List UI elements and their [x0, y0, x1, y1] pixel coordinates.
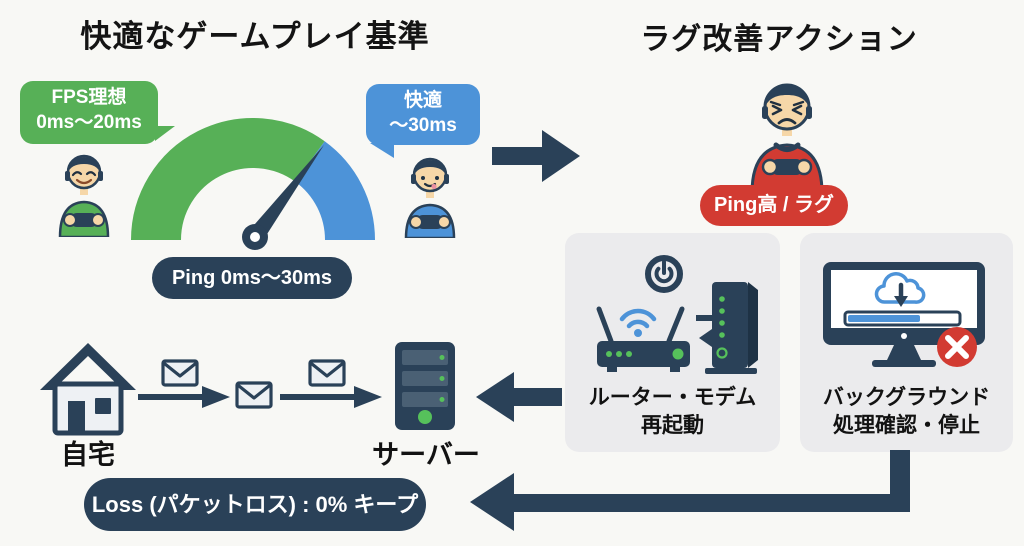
modem-icon [712, 282, 748, 368]
gauge-needle-icon [248, 145, 324, 242]
background-process-line1: バックグラウンド [822, 386, 991, 409]
bubble-tail [370, 143, 394, 158]
left-section-title: 快適なゲームプレイ基準 [80, 19, 430, 54]
router-restart-label: ルーター・モデム 再起動 [565, 384, 780, 440]
elbow-arrow-left-icon [470, 450, 910, 531]
focused-gamer-icon [404, 157, 456, 238]
router-restart-line1: ルーター・モデム [588, 386, 757, 409]
ping-gauge-icon [131, 118, 375, 250]
right-section-title: ラグ改善アクション [640, 23, 918, 56]
ping-range-badge: Ping 0ms〜30ms [152, 257, 352, 299]
server-label: サーバー [372, 440, 480, 470]
power-icon [645, 255, 683, 293]
packet-loss-badge: Loss (パケットロス) : 0% キープ [84, 478, 426, 531]
arrow-right-icon [492, 130, 580, 182]
fps-ideal-bubble: FPS理想 0ms〜20ms [20, 81, 175, 144]
happy-gamer-icon [58, 154, 110, 237]
lag-status-badge: Ping高 / ラグ [700, 185, 848, 226]
comfort-bubble: 快適 〜30ms [366, 84, 480, 158]
packet-envelope-icon [235, 381, 273, 409]
server-icon [395, 342, 455, 430]
packet-envelope-icon [308, 359, 346, 387]
wifi-icon [634, 329, 642, 337]
fps-ideal-line1: FPS理想 [51, 87, 127, 108]
flow-arrow-icon [138, 386, 230, 408]
router-restart-line2: 再起動 [641, 413, 704, 437]
bubble-tail [155, 126, 175, 141]
angry-gamer-icon [750, 83, 824, 193]
flow-arrow-icon [280, 386, 382, 408]
arrow-left-icon [476, 372, 562, 422]
fps-ideal-line2: 0ms〜20ms [36, 111, 142, 133]
house-icon [40, 343, 136, 436]
monitor-icon [823, 262, 985, 367]
background-process-line2: 処理確認・停止 [833, 413, 980, 437]
comfort-line2: 〜30ms [389, 114, 457, 136]
background-process-card: バックグラウンド 処理確認・停止 [800, 233, 1013, 452]
router-restart-card: ルーター・モデム 再起動 [565, 233, 780, 452]
packet-envelope-icon [161, 359, 199, 387]
comfort-line1: 快適 [403, 90, 442, 111]
router-modem-icon [596, 255, 758, 374]
home-label: 自宅 [61, 440, 115, 470]
background-process-label: バックグラウンド 処理確認・停止 [800, 384, 1013, 440]
